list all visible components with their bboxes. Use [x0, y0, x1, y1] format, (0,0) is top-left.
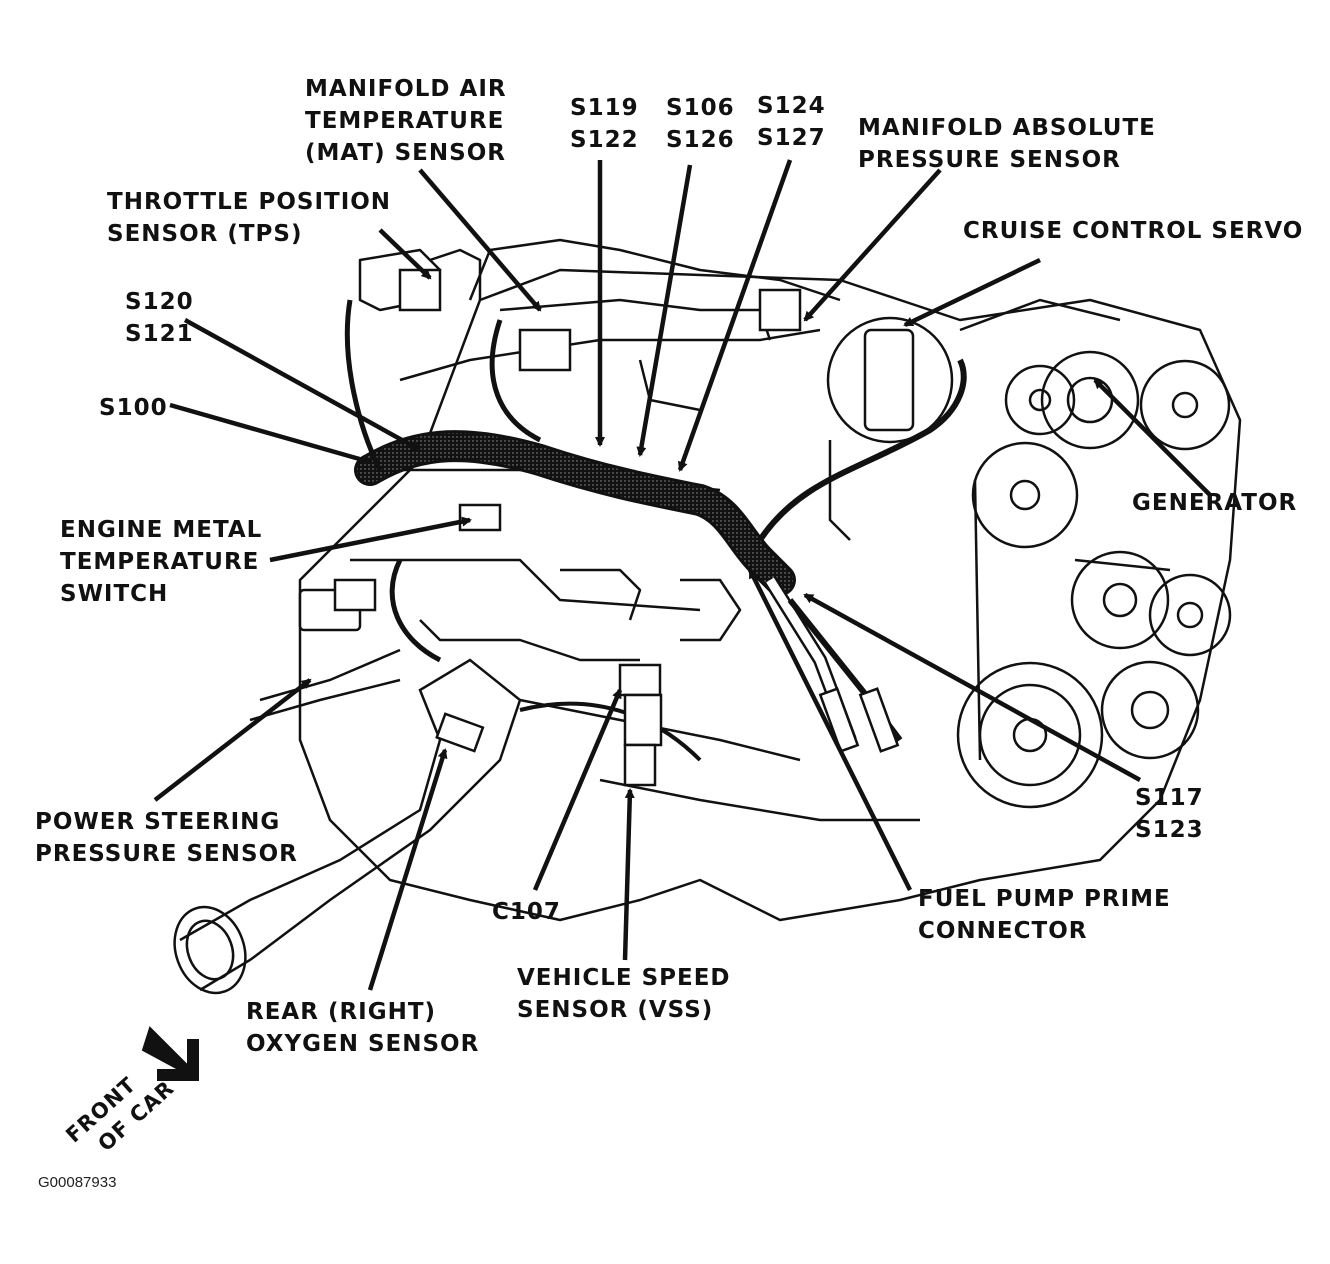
- label-s100: S100: [99, 395, 168, 421]
- front-arrow-icon: [141, 1026, 199, 1081]
- label-oxygen-sensor: REAR (RIGHT)OXYGEN SENSOR: [246, 999, 480, 1057]
- pulleys: [956, 298, 1232, 809]
- connectors: [298, 268, 900, 787]
- figure-code: G00087933: [38, 1174, 117, 1191]
- leader-lines: [153, 159, 1212, 991]
- exhaust-pipe: [173, 648, 522, 995]
- label-generator: GENERATOR: [1132, 490, 1298, 516]
- label-cruise-servo: CRUISE CONTROL SERVO: [963, 218, 1304, 244]
- cruise-servo: [826, 316, 954, 541]
- label-c107: C107: [492, 899, 561, 925]
